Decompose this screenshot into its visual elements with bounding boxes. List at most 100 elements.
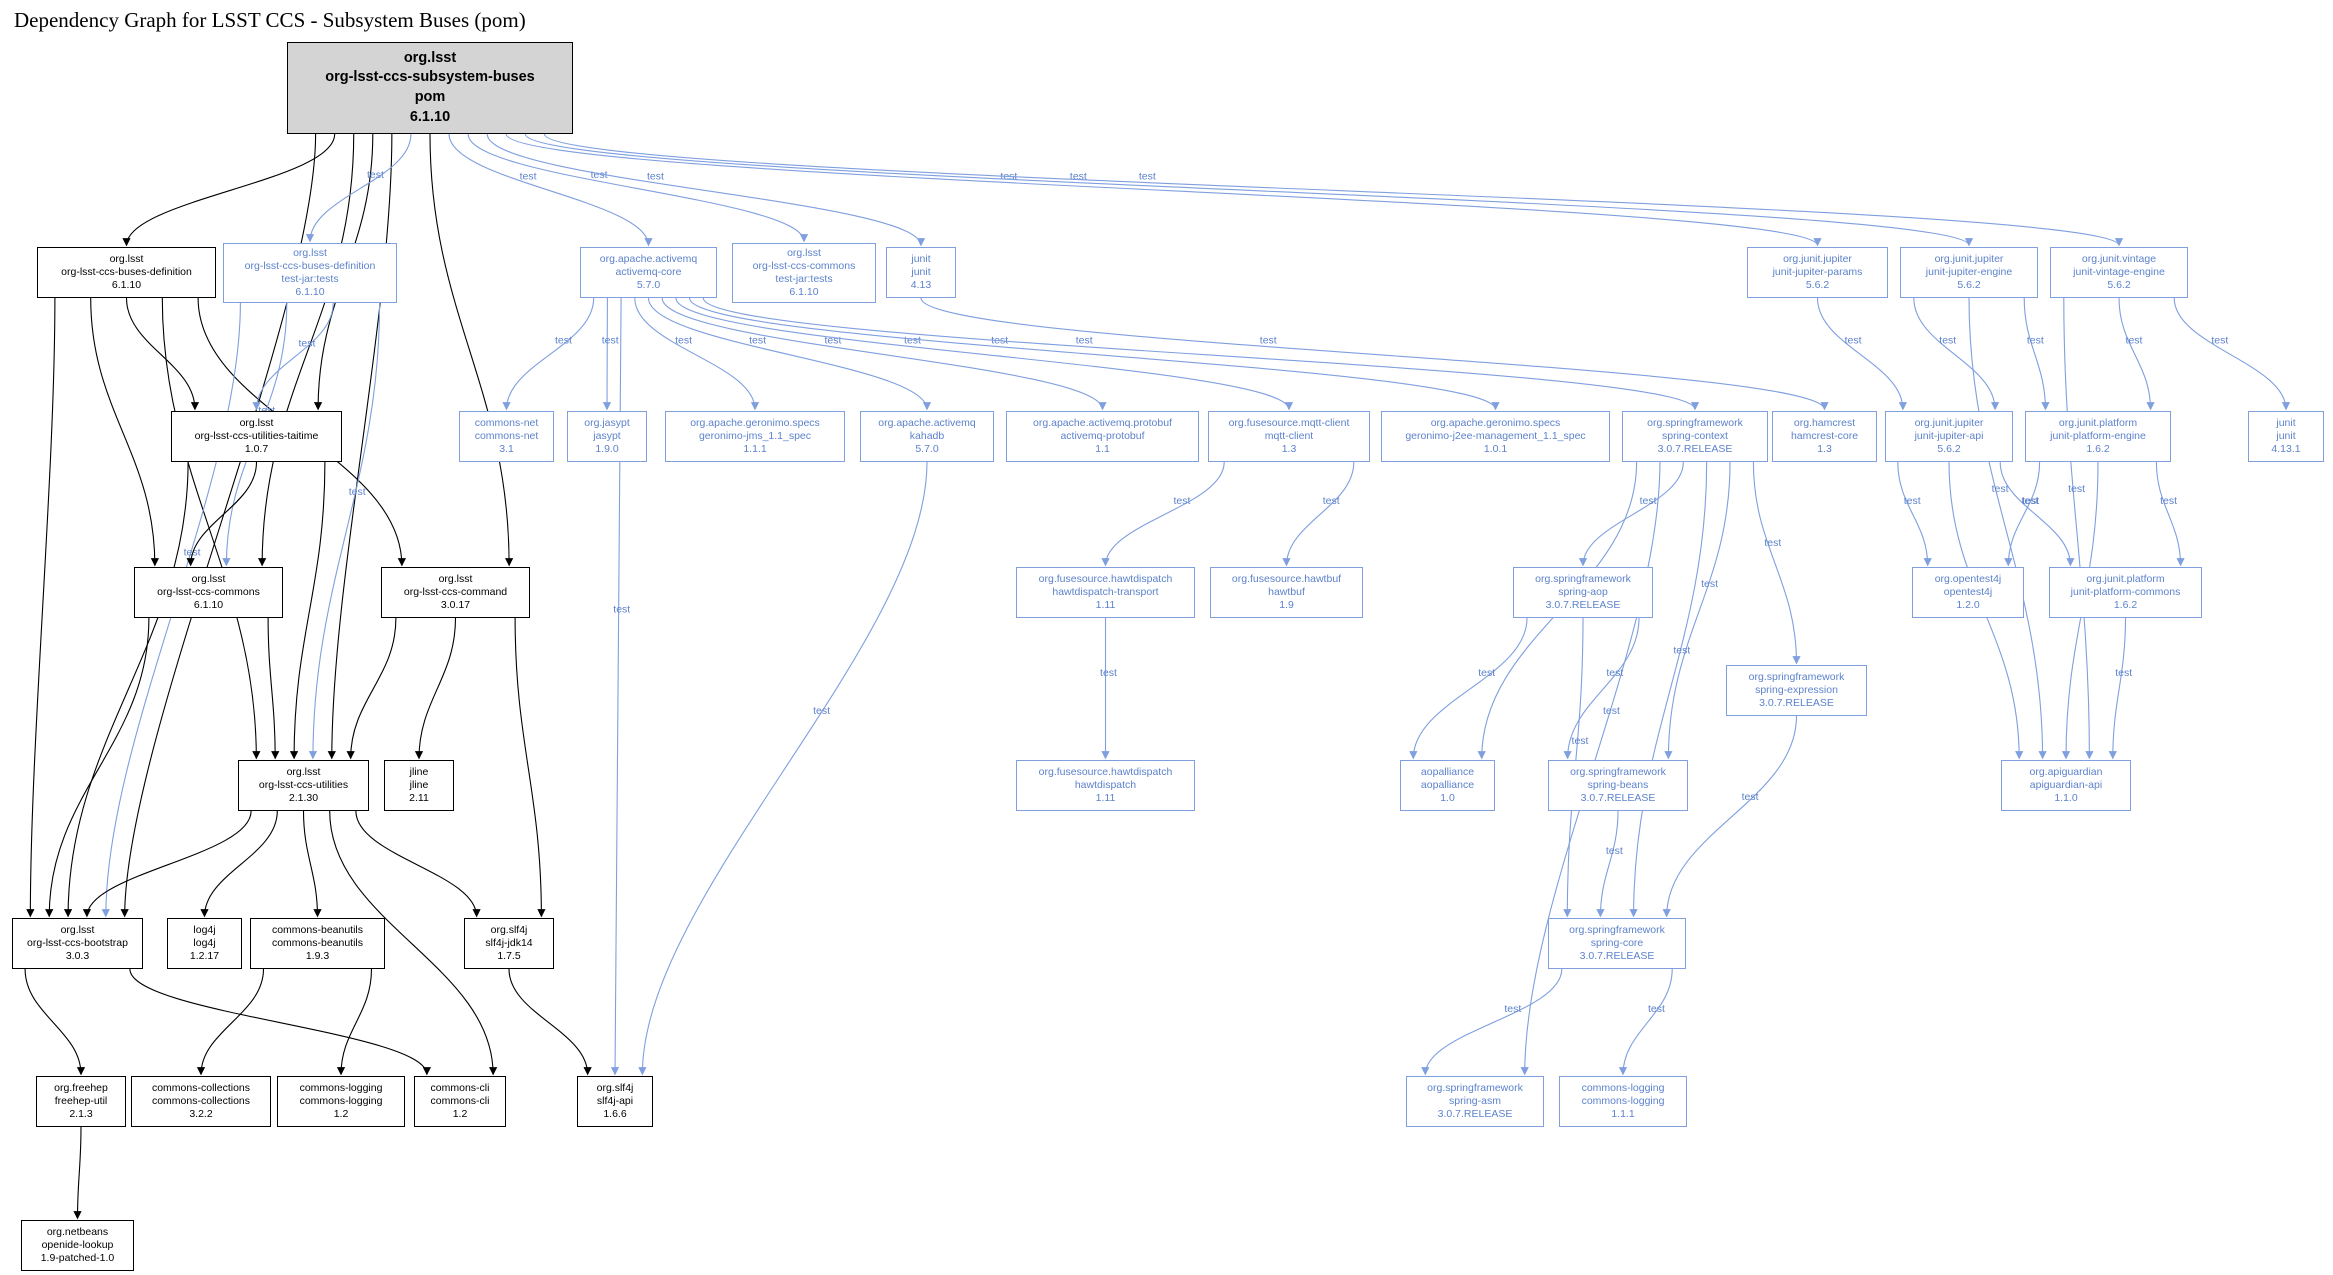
edge-bootstrap-to-freehep-util <box>24 968 86 1076</box>
node-text-line: org-lsst-ccs-utilities-taitime <box>194 430 319 443</box>
node-text-line: org-lsst-ccs-subsystem-buses <box>325 69 535 86</box>
node-text-line: junit-jupiter-params <box>1772 266 1863 279</box>
node-text-line: org.junit.vintage <box>2081 253 2157 266</box>
edge-label-test: test <box>1764 537 1781 549</box>
edge-jupiter-api-to-platform-commons <box>1999 461 2075 567</box>
node-text-line: log4j <box>193 937 216 950</box>
edge-label-test: test <box>1992 483 2009 495</box>
edge-utilities-to-commons-cli <box>329 810 498 1076</box>
edge-label-test: test <box>2027 334 2044 346</box>
node-text-line: 5.6.2 <box>1937 442 1961 455</box>
edge-label-test: test <box>184 546 201 558</box>
node-text-line: junit-vintage-engine <box>2073 266 2165 279</box>
node-text-line: junit-jupiter-api <box>1914 430 1984 443</box>
node-text-line: org.lsst <box>438 573 473 586</box>
node-text-line: org.apache.activemq.protobuf <box>1033 417 1172 430</box>
edge-vintage-engine-to-apiguardian <box>2063 297 2094 760</box>
node-text-line: junit <box>911 253 931 266</box>
node-text-line: org-lsst-ccs-commons <box>752 260 856 273</box>
node-text-line: jline <box>409 779 429 792</box>
node-text-line: org-lsst-ccs-commons <box>157 586 260 599</box>
node-text-line: spring-expression <box>1755 684 1838 697</box>
edge-root-to-activemq-core <box>448 133 653 247</box>
node-text-line: 1.6.2 <box>2113 598 2138 611</box>
node-text-line: 1.3 <box>1817 442 1832 455</box>
node-text-line: org.fusesource.mqtt-client <box>1228 417 1350 430</box>
node-text-line: org.fusesource.hawtdispatch <box>1038 766 1173 779</box>
edge-label-test: test <box>813 705 830 717</box>
edge-label-test: test <box>1904 495 1921 507</box>
edge-platform-engine-to-opentest4j <box>2004 461 2041 567</box>
node-text-line: 1.3 <box>1281 442 1297 455</box>
edge-label-test: test <box>1323 495 1340 507</box>
edge-label-test: test <box>349 486 366 498</box>
edge-buses-definition-tests-to-utilities <box>308 302 381 760</box>
edge-spring-aop-to-spring-beans <box>1563 617 1640 760</box>
diagram-title: Dependency Graph for LSST CCS - Subsyste… <box>14 8 526 32</box>
node-text-line: org.springframework <box>1570 766 1666 779</box>
edge-root-to-jupiter-params <box>505 133 1822 247</box>
node-text-line: org.springframework <box>1427 1082 1523 1095</box>
node-text-line: 3.0.7.RELEASE <box>1657 442 1733 455</box>
edge-label-test: test <box>647 170 664 182</box>
node-text-line: 2.1.30 <box>288 791 319 804</box>
edge-buses-definition-to-utilities <box>161 297 261 760</box>
node-text-line: geronimo-j2ee-management_1.1_spec <box>1405 430 1586 443</box>
node-text-line: 6.1.10 <box>789 285 819 298</box>
node-text-line: commons-cli <box>430 1082 490 1095</box>
edge-command-to-jline <box>414 617 457 760</box>
node-text-line: 3.0.7.RELEASE <box>1579 949 1655 962</box>
node-text-line: mqtt-client <box>1264 430 1314 443</box>
edge-label-test: test <box>602 334 619 346</box>
edge-jupiter-params-to-jupiter-api <box>1816 297 1908 411</box>
edge-slf4j-jdk14-to-slf4j-api <box>508 968 592 1076</box>
node-text-line: 3.0.3 <box>65 949 90 962</box>
node-text-line: freehep-util <box>54 1095 108 1108</box>
node-text-line: org.lsst <box>293 247 327 260</box>
node-text-line: 1.2 <box>333 1107 349 1120</box>
node-text-line: 1.0.7 <box>244 442 269 455</box>
node-text-line: 5.7.0 <box>636 278 661 291</box>
node-text-line: 5.7.0 <box>915 442 939 455</box>
node-text-line: org.junit.platform <box>2086 573 2165 586</box>
edge-label-test: test <box>675 334 692 346</box>
node-text-line: 1.1 <box>1095 442 1110 455</box>
node-text-line: org.springframework <box>1748 671 1845 684</box>
edge-label-test: test <box>2126 334 2143 346</box>
node-text-line: commons-logging <box>299 1082 383 1095</box>
edge-activemq-core-to-spring-context <box>702 297 1699 411</box>
edge-label-test: test <box>1701 578 1718 590</box>
node-text-line: activemq-core <box>615 266 682 279</box>
edge-spring-core-to-spring-asm <box>1421 968 1563 1076</box>
node-text-line: commons-cli <box>430 1095 490 1108</box>
edge-label-test: test <box>2022 495 2039 507</box>
edge-utilities-to-slf4j-jdk14 <box>355 810 481 918</box>
node-text-line: org.apache.activemq <box>599 253 698 266</box>
node-text-line: 5.6.2 <box>1957 278 1981 291</box>
edge-label-test: test <box>1606 845 1623 857</box>
node-text-line: junit-jupiter-engine <box>1925 266 2013 279</box>
node-text-line: spring-beans <box>1587 779 1649 792</box>
edge-activemq-core-to-slf4j-api <box>610 297 622 1076</box>
node-text-line: org.apache.geronimo.specs <box>1430 417 1561 430</box>
edge-spring-context-to-spring-aop <box>1578 461 1684 567</box>
node-text-line: org.lsst <box>191 573 226 586</box>
node-text-line: 3.0.7.RELEASE <box>1580 791 1656 804</box>
node-text-line: aopalliance <box>1420 766 1475 779</box>
edge-label-test: test <box>1070 170 1087 182</box>
edge-label-test: test <box>1478 667 1495 679</box>
edge-label-test: test <box>1939 334 1956 346</box>
